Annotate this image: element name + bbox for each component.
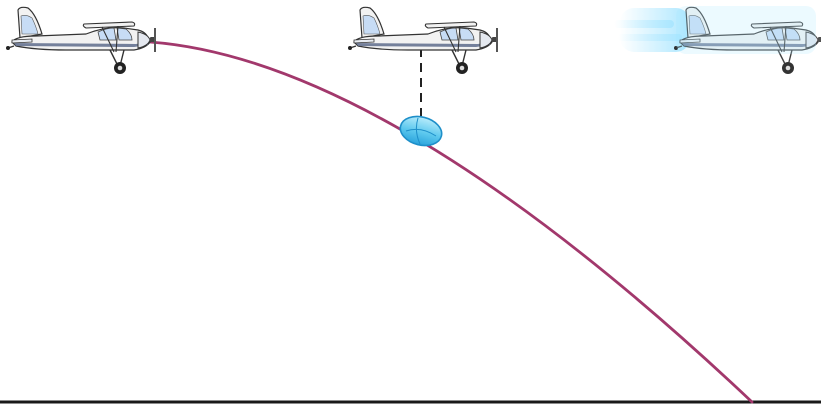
falling-package [399,115,443,147]
airplane-end [673,6,821,75]
airplane-middle [347,6,499,75]
trajectory-curve [148,40,754,404]
motion-blur-streak [614,8,690,52]
airplane-start [5,6,157,75]
